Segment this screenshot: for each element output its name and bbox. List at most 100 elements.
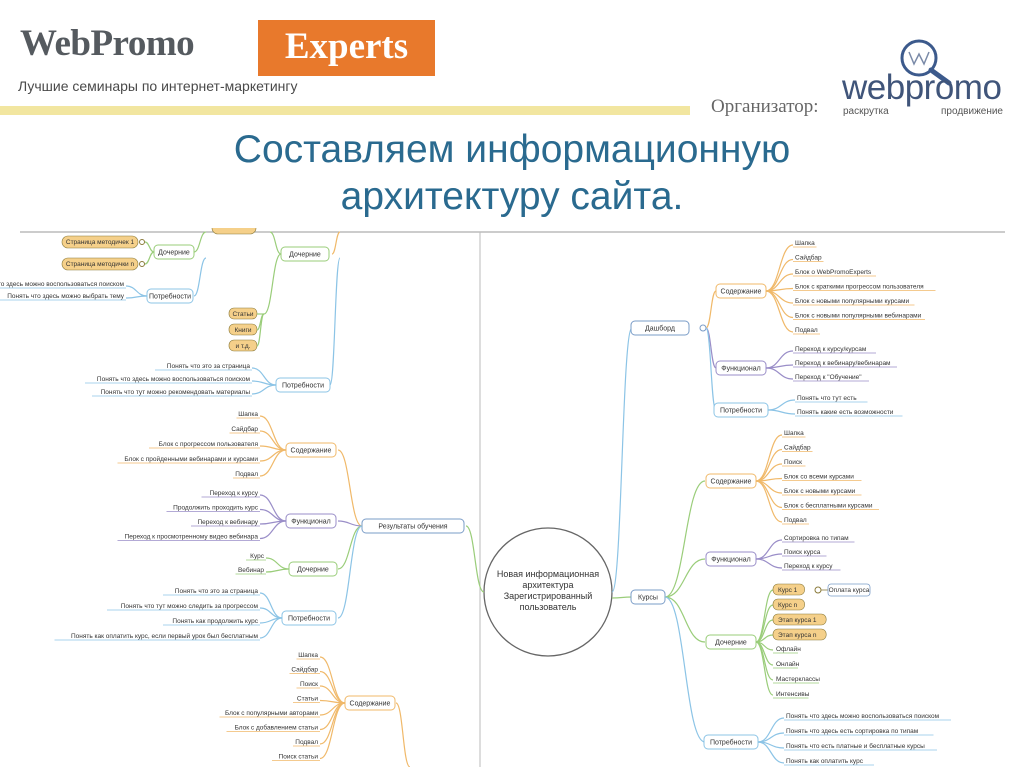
k-children-node-label: Дочерние (715, 640, 747, 647)
top-needs-link-1 (251, 380, 277, 386)
k-func-link (664, 558, 706, 598)
top-children-link (331, 231, 341, 255)
r-content-leaf-2: Блок с прогрессом пользователя (159, 441, 259, 448)
k-child-link-0 (755, 589, 774, 643)
r-children-leaf-0: Курс (250, 553, 265, 560)
k-content-leaf-1: Сайдбар (784, 444, 811, 452)
r-content-leaf-4: Подвал (235, 471, 258, 478)
k-child-link-6 (755, 641, 774, 681)
k-needs-link-3 (757, 741, 785, 764)
k-content-leaf-6: Подвал (784, 517, 807, 524)
center-label-3: пользователь (520, 602, 577, 612)
top-method-pill-0 (61, 235, 139, 249)
d-content-link-6 (765, 290, 794, 333)
b-content-leaf-5: Блок с добавлением статьи (235, 724, 319, 732)
top-pill-trunk (263, 253, 282, 315)
k-child-leaf-2: Этап курса 1 (778, 617, 817, 624)
r-children-link-1 (265, 568, 290, 573)
k-child-leaf-4: Офлайн (776, 645, 801, 653)
k-needs-leaf-0: Понять что здесь можно воспользоваться п… (786, 713, 940, 720)
k-content-leaf-2: Поиск (784, 459, 802, 466)
top-sub-needs-node-label: Потребности (149, 293, 191, 301)
k-content-link-6 (755, 480, 783, 523)
d-content-link (705, 290, 717, 329)
top-method-toggle-0 (139, 239, 145, 245)
k-child-pill-1 (772, 598, 805, 611)
r-content-link-4 (259, 449, 287, 477)
results-link (465, 525, 485, 593)
r-func-leaf-3: Переход к просмотренному видео вебинара (125, 533, 259, 541)
r-children-node-label: Дочерние (297, 567, 329, 574)
logo-webpromo: WebPromo (20, 23, 195, 64)
k-func-node-label: Функционал (711, 557, 750, 564)
dashboard-node-label: Дашборд (645, 325, 675, 333)
k-content-leaf-5: Блок с бесплатными курсами (784, 502, 873, 510)
results-node-label: Результаты обучения (378, 523, 447, 531)
courses-node-label: Курсы (638, 595, 658, 602)
top-sub-children-node-label: Дочерние (158, 250, 190, 257)
top-needs-leaf-1: Понять что здесь можно воспользоваться п… (97, 376, 251, 383)
r-content-leaf-3: Блок с пройденными вебинарами и курсами (124, 455, 258, 463)
top-sub-link (193, 231, 207, 253)
k-needs-link (664, 596, 706, 743)
d-func-node-label: Функционал (721, 366, 760, 373)
top-cut-pill (211, 228, 257, 235)
r-func-link-3 (259, 520, 287, 540)
center-label-2: Зарегистрированный (504, 591, 593, 601)
dashboard-node-box (630, 320, 690, 336)
d-needs-leaf-1: Понять какие есть возможности (797, 409, 894, 416)
b-content-leaf-6: Подвал (295, 739, 318, 746)
slide-title: Составляем информационную архитектуру са… (0, 126, 1024, 220)
k-child-leaf-0: Курс 1 (778, 587, 798, 594)
d-content-leaf-4: Блок с новыми популярными курсами (795, 298, 910, 305)
k-func-leaf-1: Поиск курса (784, 549, 821, 556)
course-extra-label: Оплата курса (829, 587, 870, 594)
top-sub-needs-leaf-1: Понять что здесь можно выбрать тему (7, 292, 124, 300)
r-func-link (337, 520, 363, 527)
logo-experts: Experts (258, 20, 435, 76)
k-content-link-5 (755, 480, 783, 509)
k-child-pill-0 (772, 583, 805, 596)
d-func-link-1 (765, 364, 794, 369)
d-needs-link (705, 327, 717, 411)
r-func-node-label: Функционал (291, 519, 330, 526)
d-content-leaf-5: Блок с новыми популярными вебинарами (795, 312, 922, 320)
k-child-leaf-1: Курс n (778, 602, 798, 609)
d-needs-leaf-0: Понять что тут есть (797, 395, 857, 402)
top-sub-needs-link-0 (125, 285, 148, 297)
r-needs-link-0 (259, 592, 283, 619)
d-content-node-label: Содержание (721, 289, 762, 296)
r-needs-link (337, 525, 363, 619)
d-needs-link-0 (767, 399, 796, 411)
b-content-link-1 (319, 670, 346, 704)
k-child-link-1 (755, 604, 774, 643)
b-content-leaf-4: Блок с популярными авторами (225, 710, 318, 717)
r-func-link-1 (259, 508, 287, 522)
r-children-leaf-1: Вебинар (238, 566, 264, 574)
r-children-link-0 (265, 557, 290, 570)
course-toggle (814, 586, 822, 594)
dashboard-toggle (699, 324, 707, 332)
top-method-link-1 (144, 251, 155, 265)
top-pill-link-2 (256, 313, 265, 347)
b-content-link-7 (319, 702, 346, 760)
k-content-node-label: Содержание (711, 479, 752, 486)
top-needs-node-label: Потребности (282, 382, 324, 390)
k-child-leaf-6: Мастерклассы (776, 676, 820, 683)
d-content-leaf-1: Сайдбар (795, 254, 822, 262)
r-content-link-3 (259, 449, 287, 462)
top-needs-link (329, 257, 341, 386)
top-cut-link (269, 231, 282, 255)
r-children-link (337, 525, 363, 570)
top-pill-label-0: Статьи (232, 311, 253, 318)
r-needs-leaf-1: Понять что тут можно следить за прогресс… (121, 603, 259, 610)
b-content-leaf-7: Поиск статьи (279, 754, 319, 761)
d-content-leaf-3: Блок с краткими прогрессом пользователя (795, 284, 924, 291)
b-content-link-0 (319, 656, 346, 704)
k-needs-leaf-1: Понять что здесь есть сортировка по типа… (786, 728, 919, 735)
b-content-leaf-2: Поиск (300, 681, 318, 688)
organizer-sub-1: раскрутка (843, 106, 889, 117)
r-needs-leaf-3: Понять как оплатить курс, если первый ур… (71, 632, 259, 640)
top-sub-needs-link (193, 257, 207, 297)
k-children-link (664, 596, 706, 643)
